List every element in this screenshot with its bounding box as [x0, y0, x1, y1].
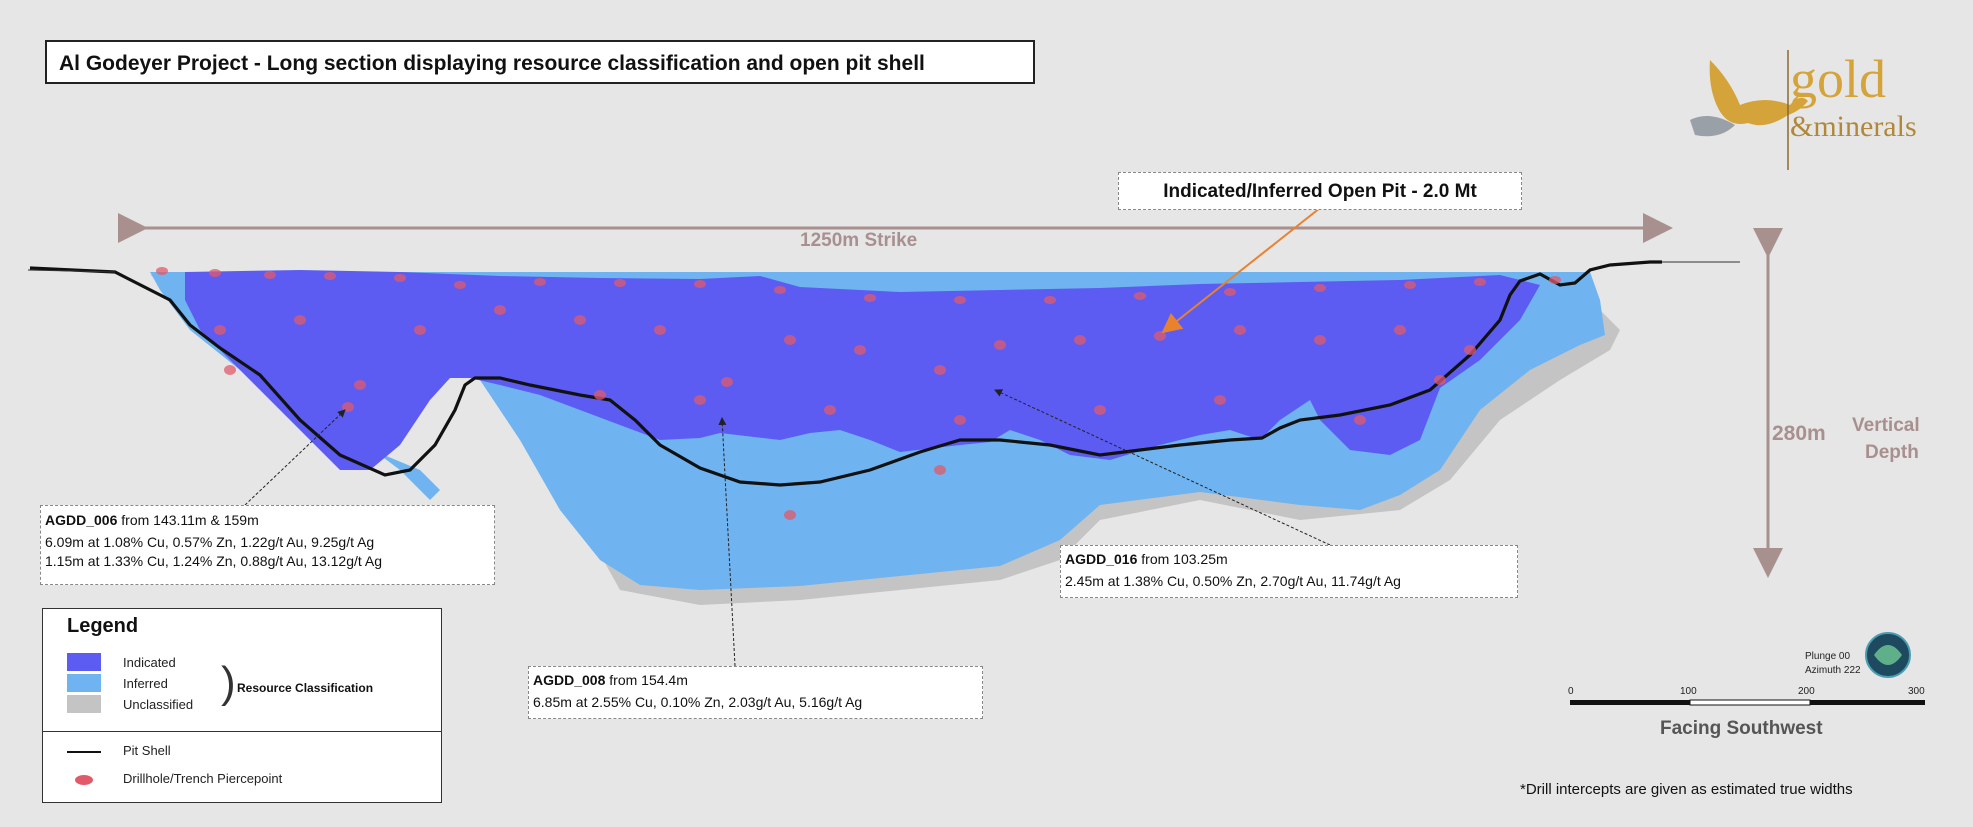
inferred-west-flank — [150, 272, 440, 500]
topo-left — [27, 269, 116, 273]
pit-tonnage-label: Indicated/Inferred Open Pit - 2.0 Mt — [1118, 172, 1522, 210]
legend-swatch-indicated — [67, 653, 101, 671]
facing-label: Facing Southwest — [1660, 718, 1823, 739]
callout-intercept: 6.85m at 2.55% Cu, 0.10% Zn, 2.03g/t Au,… — [533, 694, 863, 710]
scale-tick: 300 — [1908, 686, 1925, 697]
legend-piercepoint-swatch — [75, 775, 93, 785]
logo-word-minerals: &minerals — [1790, 110, 1917, 143]
figure-title: Al Godeyer Project - Long section displa… — [45, 40, 1035, 84]
callout-agdd-016: AGDD_016 from 103.25m 2.45m at 1.38% Cu,… — [1060, 545, 1518, 598]
callout-hole-id: AGDD_016 — [1065, 551, 1138, 567]
legend-item-inferred: Inferred — [123, 676, 168, 691]
callout-intercept: 2.45m at 1.38% Cu, 0.50% Zn, 2.70g/t Au,… — [1065, 573, 1401, 589]
legend: Legend Indicated Inferred Unclassified )… — [42, 608, 442, 803]
callout-agdd-006: AGDD_006 from 143.11m & 159m 6.09m at 1.… — [40, 505, 495, 585]
strike-label: 1250m Strike — [800, 230, 918, 251]
leader-agdd-016 — [994, 389, 1331, 546]
legend-item-piercepoint: Drillhole/Trench Piercepoint — [123, 771, 283, 786]
piercepoints — [156, 267, 1561, 520]
depth-value: 280m — [1772, 422, 1826, 445]
legend-divider — [43, 731, 441, 732]
callout-from: from 154.4m — [605, 672, 688, 688]
legend-item-pit-shell: Pit Shell — [123, 743, 171, 758]
callout-from: from 103.25m — [1137, 551, 1228, 567]
callout-intercept: 1.15m at 1.33% Cu, 1.24% Zn, 0.88g/t Au,… — [45, 553, 383, 569]
callout-intercept: 6.09m at 1.08% Cu, 0.57% Zn, 1.22g/t Au,… — [45, 534, 375, 550]
pit-leader — [1161, 207, 1321, 334]
leader-agdd-008 — [718, 417, 736, 667]
scale-tick: 100 — [1680, 686, 1697, 697]
logo-antelope-icon — [1690, 60, 1808, 137]
legend-pit-shell-swatch — [67, 751, 101, 753]
callout-hole-id: AGDD_006 — [45, 512, 118, 528]
plunge-text: Plunge 00 — [1805, 651, 1851, 662]
scale-bar — [1570, 699, 1925, 706]
legend-title: Legend — [67, 615, 139, 637]
depth-label-depth: Depth — [1865, 442, 1919, 463]
scale-tick: 200 — [1798, 686, 1815, 697]
leader-agdd-006 — [244, 409, 346, 506]
footnote: *Drill intercepts are given as estimated… — [1520, 781, 1853, 798]
logo-word-gold: gold — [1790, 49, 1887, 109]
legend-item-unclassified: Unclassified — [123, 697, 194, 712]
callout-agdd-008: AGDD_008 from 154.4m 6.85m at 2.55% Cu, … — [528, 666, 983, 719]
compass-globe-icon — [1865, 632, 1911, 678]
azimuth-text: Azimuth 222 — [1805, 665, 1861, 676]
callout-hole-id: AGDD_008 — [533, 672, 606, 688]
legend-group-label: Resource Classification — [237, 681, 374, 695]
legend-brace: ) — [221, 658, 236, 707]
indicated-zone — [185, 270, 1540, 470]
scale-tick: 0 — [1568, 686, 1574, 697]
pit-shell — [29, 260, 1662, 487]
callout-from: from 143.11m & 159m — [117, 512, 259, 528]
legend-swatch-inferred — [67, 674, 101, 692]
legend-item-indicated: Indicated — [123, 655, 176, 670]
legend-swatch-unclassified — [67, 695, 101, 713]
depth-label-vertical: Vertical — [1852, 415, 1920, 436]
